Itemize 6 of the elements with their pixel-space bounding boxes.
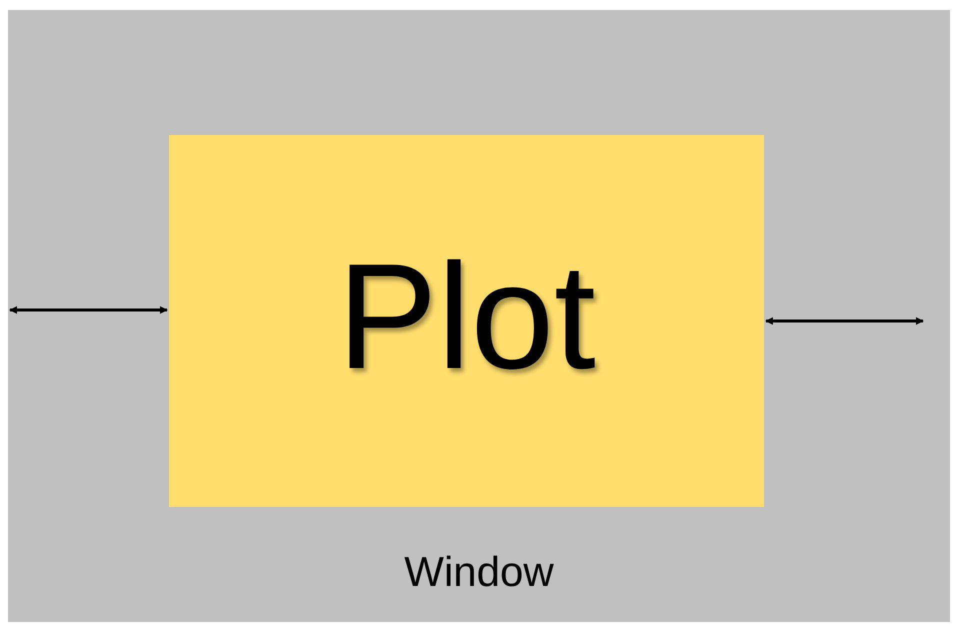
window-label: Window (404, 548, 554, 596)
plot-area (169, 135, 764, 507)
window-area (8, 10, 950, 622)
double-arrow (765, 317, 924, 325)
plot-label: Plot (337, 231, 596, 402)
double-arrow (9, 306, 168, 314)
